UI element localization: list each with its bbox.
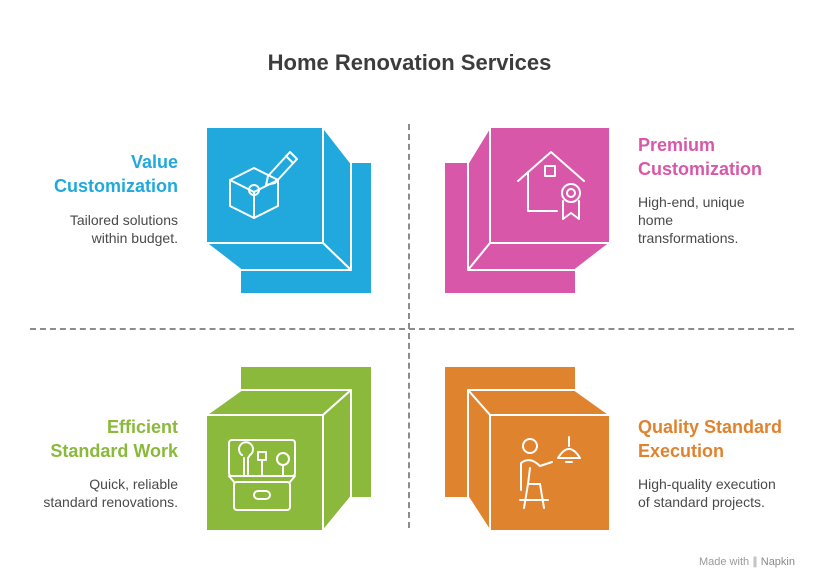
- label-line: Customization: [638, 159, 762, 179]
- desc-line: standard renovations.: [43, 494, 178, 510]
- value-customization-label: Value Customization: [54, 150, 178, 198]
- efficient-standard-work-cube: [205, 367, 371, 532]
- page-title: Home Renovation Services: [267, 50, 552, 75]
- label-line: Standard Work: [50, 441, 178, 461]
- toolbox-icon: [228, 439, 296, 511]
- premium-customization-cube: [445, 126, 611, 293]
- desc-line: of standard projects.: [638, 494, 765, 510]
- premium-customization-label: Premium Customization: [638, 133, 762, 181]
- quality-standard-execution-label: Quality Standard Execution: [638, 415, 782, 463]
- label-line: Execution: [638, 441, 725, 461]
- made-with-footer: Made with ∥ Napkin: [699, 555, 795, 568]
- desc-line: transformations.: [638, 230, 739, 246]
- quality-standard-execution-cube: [445, 367, 611, 532]
- efficient-standard-work-label: Efficient Standard Work: [50, 415, 178, 463]
- desc-line: Quick, reliable: [89, 476, 178, 492]
- horizontal-divider: [30, 328, 794, 330]
- label-line: Premium: [638, 135, 716, 155]
- napkin-logo-icon: ∥: [752, 556, 758, 568]
- desc-line: within budget.: [91, 230, 178, 246]
- desc-line: home: [638, 212, 674, 228]
- label-line: Customization: [54, 176, 178, 196]
- footer-prefix: Made with: [698, 556, 750, 568]
- cube-pencil-icon: [229, 151, 298, 219]
- label-line: Quality Standard: [638, 417, 783, 437]
- worker-lamp-icon: [519, 436, 581, 509]
- efficient-standard-work-desc: Quick, reliable standard renovations.: [43, 475, 178, 511]
- quality-standard-execution-desc: High-quality execution of standard proje…: [638, 475, 776, 511]
- vertical-divider: [408, 124, 410, 528]
- label-line: Value: [130, 152, 178, 172]
- desc-line: High-end, unique: [638, 194, 745, 210]
- label-line: Efficient: [106, 417, 178, 437]
- footer-brand: Napkin: [760, 556, 795, 568]
- desc-line: Tailored solutions: [69, 212, 178, 228]
- premium-customization-desc: High-end, unique home transformations.: [638, 193, 745, 247]
- house-badge-icon: [517, 151, 585, 220]
- value-customization-cube: [205, 126, 371, 293]
- desc-line: High-quality execution: [638, 476, 776, 492]
- value-customization-desc: Tailored solutions within budget.: [70, 211, 178, 247]
